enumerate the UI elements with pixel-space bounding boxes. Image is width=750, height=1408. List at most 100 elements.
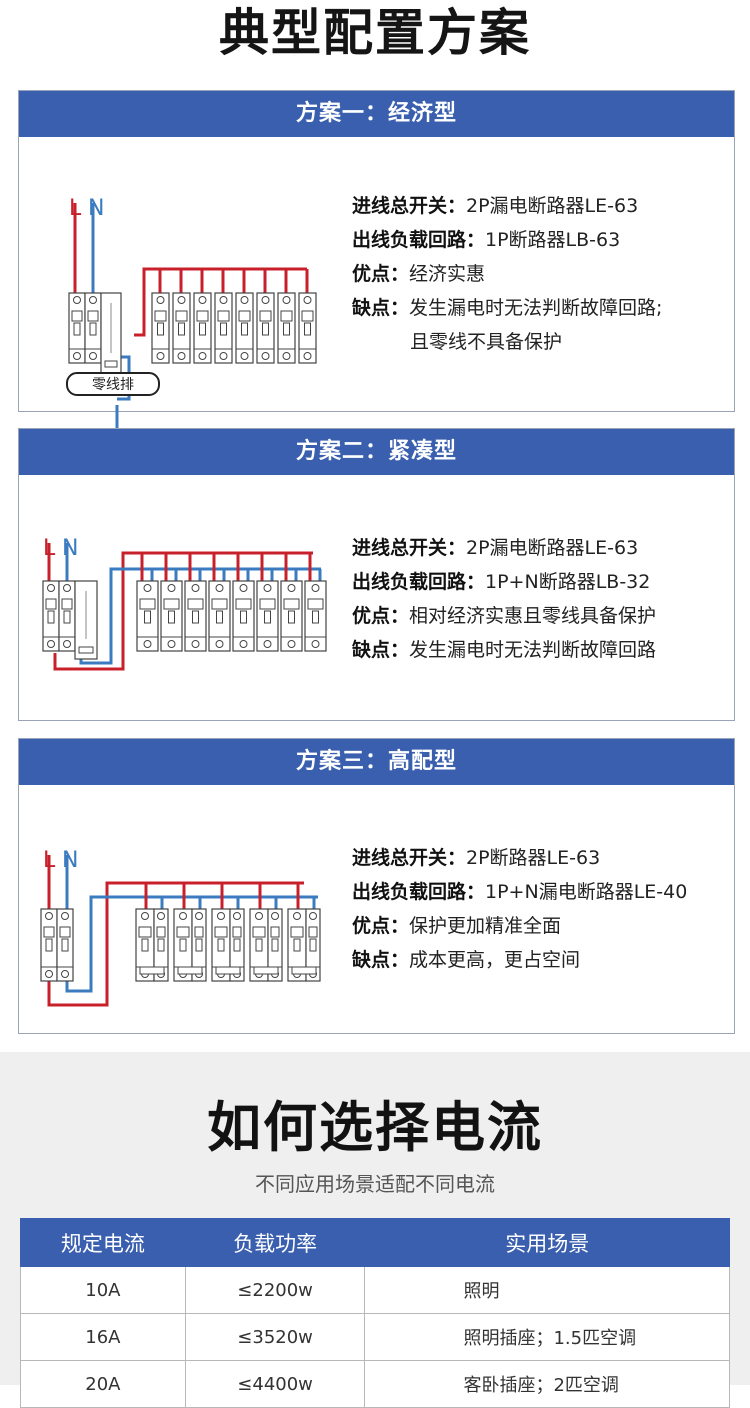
breaker-label-window: [154, 310, 167, 322]
plan-economy-description: 进线总开关：2P漏电断路器LE-63 出线负载回路：1P断路器LB-63 优点：…: [352, 189, 662, 359]
terminal-screw: [143, 584, 152, 592]
breaker-toggle: [144, 610, 151, 624]
terminal-screw: [261, 296, 270, 304]
breaker-label-window: [301, 310, 314, 322]
breaker-toggle: [241, 322, 248, 336]
breaker-toggle: [157, 322, 164, 336]
terminal-screw: [179, 912, 187, 920]
breaker-label-window: [259, 598, 276, 610]
breaker-toggle: [217, 938, 225, 952]
desc-row: 进线总开关：2P漏电断路器LE-63: [352, 537, 639, 559]
terminal-screw: [177, 296, 186, 304]
terminal-screw: [271, 912, 279, 920]
breaker-label-window: [156, 926, 166, 938]
breaker-toggle: [195, 938, 203, 952]
breaker-toggle: [89, 322, 97, 336]
terminal-screw: [240, 296, 249, 304]
terminal-screw: [89, 296, 97, 304]
rcbo-test-button: [291, 966, 317, 975]
breaker-toggle: [271, 938, 279, 952]
breaker-toggle: [45, 938, 53, 952]
desc-row: 缺点：发生漏电时无法判断故障回路;: [352, 297, 663, 319]
terminal-screw: [293, 912, 301, 920]
terminal-screw: [261, 352, 270, 360]
desc-continuation: 且零线不具备保护: [410, 331, 563, 353]
breaker-toggle: [216, 610, 223, 624]
breaker-label-window: [290, 926, 304, 938]
breaker-label-window: [270, 926, 280, 938]
terminal-screw: [303, 296, 312, 304]
terminal-screw: [287, 584, 296, 592]
breaker-label-window: [59, 926, 71, 938]
breaker-toggle: [309, 938, 317, 952]
desc-row: 缺点：成本更高，更占空间: [352, 949, 581, 971]
breaker-toggle: [63, 610, 71, 624]
terminal-screw: [239, 640, 248, 648]
rcbo-test-button: [177, 966, 203, 975]
terminal-screw: [177, 352, 186, 360]
section-title: 如何选择电流: [207, 1096, 543, 1159]
desc-row: 优点：经济实惠: [352, 263, 486, 285]
rcbo-test-button: [139, 966, 165, 975]
breaker-toggle: [220, 322, 227, 336]
terminal-screw: [191, 640, 200, 648]
breaker-label-window: [187, 598, 204, 610]
terminal-screw: [156, 296, 165, 304]
breaker-label-window: [175, 310, 188, 322]
rcbo-test-button: [253, 966, 279, 975]
table-row: 10A ≤2200w 照明: [20, 1266, 730, 1314]
breaker-label-window: [211, 598, 228, 610]
terminal-screw: [167, 584, 176, 592]
desc-row: 进线总开关：2P断路器LE-63: [352, 847, 601, 869]
breaker-label-window: [307, 598, 324, 610]
header-usage-scene: 实用场景: [364, 1218, 730, 1267]
breaker-label-window: [238, 310, 251, 322]
terminal-screw: [167, 640, 176, 648]
breaker-label-window: [252, 926, 266, 938]
terminal-screw: [263, 640, 272, 648]
breaker-toggle: [255, 938, 263, 952]
terminal-screw: [141, 912, 149, 920]
wire: [47, 881, 304, 1007]
neutral-bar: [66, 372, 160, 396]
breaker-label-window: [43, 926, 55, 938]
breaker-toggle: [168, 610, 175, 624]
rcbo-test-button: [215, 966, 241, 975]
breaker-label-window: [87, 310, 99, 322]
breaker-toggle: [199, 322, 206, 336]
breaker-label-window: [259, 310, 272, 322]
terminal-screw: [45, 912, 53, 920]
breaker-label-window: [45, 598, 57, 610]
terminal-screw: [198, 352, 207, 360]
breaker-toggle: [141, 938, 149, 952]
desc-row: 出线负载回路：1P+N断路器LB-32: [352, 571, 651, 593]
terminal-screw: [311, 640, 320, 648]
wire: [65, 895, 318, 993]
terminal-screw: [255, 912, 263, 920]
terminal-screw: [240, 352, 249, 360]
terminal-screw: [73, 296, 81, 304]
desc-row: 缺点：发生漏电时无法判断故障回路: [352, 639, 657, 661]
breaker-label-window: [308, 926, 318, 938]
breaker-label-window: [217, 310, 230, 322]
breaker-toggle: [293, 938, 301, 952]
terminal-screw: [215, 584, 224, 592]
terminal-screw: [282, 352, 291, 360]
terminal-screw: [233, 912, 241, 920]
terminal-screw: [263, 584, 272, 592]
terminal-screw: [217, 912, 225, 920]
breaker-label-window: [283, 598, 300, 610]
breaker-toggle: [47, 610, 55, 624]
terminal-screw: [45, 970, 53, 978]
breaker-label-window: [194, 926, 204, 938]
desc-row: 进线总开关：2P漏电断路器LE-63: [352, 195, 639, 217]
breaker-toggle: [178, 322, 185, 336]
breakers: [40, 855, 321, 1007]
neutral-bar-label: 零线排: [92, 377, 134, 393]
plan-premium-wiring-diagram: L N: [40, 848, 321, 1007]
breaker-toggle: [264, 610, 271, 624]
breaker-label-window: [214, 926, 228, 938]
breaker-label-window: [71, 310, 83, 322]
terminal-screw: [287, 640, 296, 648]
terminal-screw: [282, 296, 291, 304]
